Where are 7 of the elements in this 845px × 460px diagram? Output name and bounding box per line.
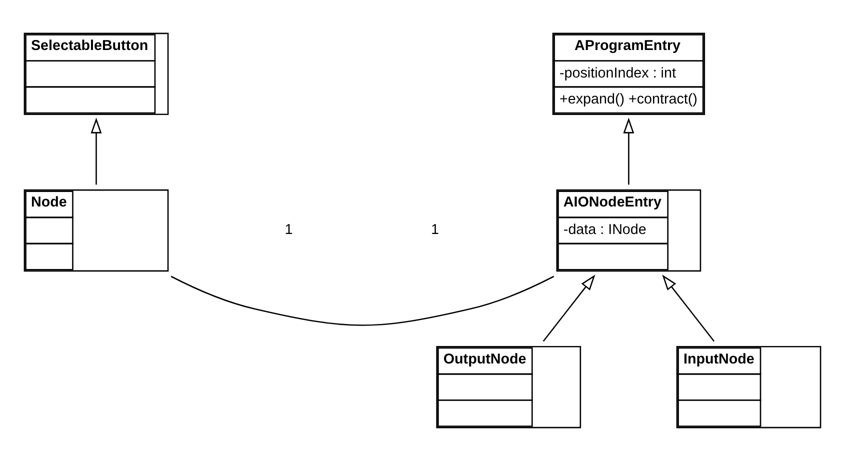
arrow bbox=[90, 117, 102, 184]
arrow bbox=[623, 117, 634, 184]
connector bbox=[170, 275, 554, 326]
label: 1 bbox=[284, 222, 293, 238]
arrow bbox=[662, 274, 715, 342]
label: 1 bbox=[430, 222, 439, 238]
arrow bbox=[542, 274, 596, 342]
